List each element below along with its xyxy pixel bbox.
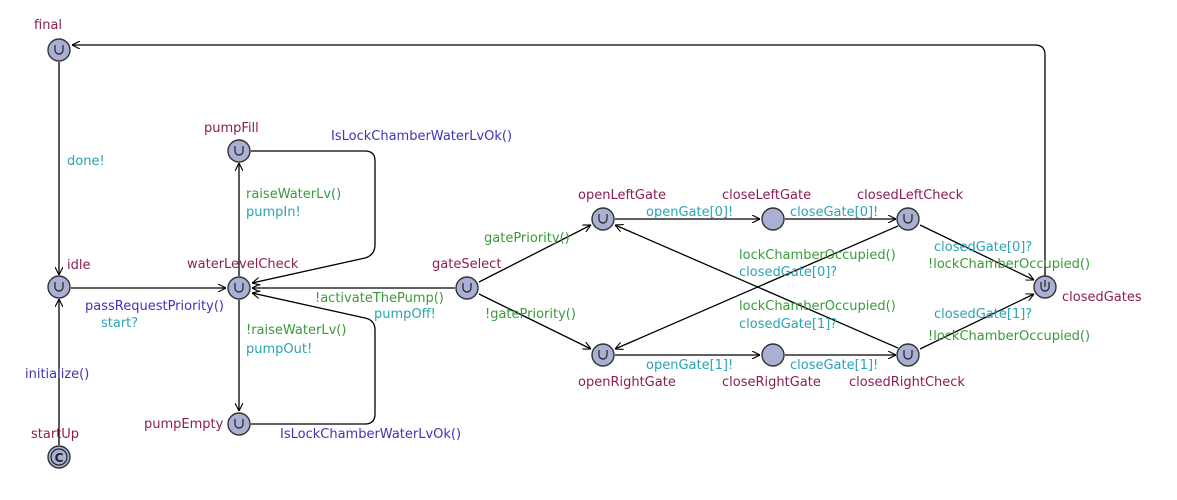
location-name-closedrightcheck: closedRightCheck: [849, 375, 965, 390]
label-lock-occupied-left: lockChamberOccupied(): [739, 248, 896, 263]
edge-closedleftcheck-to-closedgates[interactable]: [919, 224, 1034, 280]
label-not-lock-occupied-bottom: !lockChamberOccupied(): [928, 329, 1090, 344]
label-open-gate-0: openGate[0]!: [646, 205, 733, 220]
label-open-gate-1: openGate[1]!: [646, 358, 733, 373]
edge-closedgates-to-final[interactable]: [72, 45, 1046, 276]
label-close-gate-0: closeGate[0]!: [790, 205, 878, 220]
location-idle[interactable]: [47, 275, 71, 299]
edge-pumpfill-to-waterlevelcheck[interactable]: [251, 150, 376, 283]
location-name-openleftgate: openLeftGate: [578, 188, 666, 203]
location-closedgates[interactable]: [1033, 275, 1057, 299]
location-gateselect[interactable]: [455, 276, 479, 300]
label-done: done!: [67, 154, 105, 169]
label-pump-out: pumpOut!: [246, 342, 312, 357]
location-name-waterlevelcheck: waterLevelCheck: [187, 257, 299, 272]
edge-closedrightcheck-to-openleftgate[interactable]: [615, 225, 899, 349]
location-name-pumpfill: pumpFill: [204, 121, 259, 136]
location-pumpfill[interactable]: [227, 139, 251, 163]
label-closed-gate-1-right: closedGate[1]?: [739, 317, 837, 332]
label-is-lock-ok-bottom: IsLockChamberWaterLvOk(): [280, 427, 461, 442]
location-name-closedleftcheck: closedLeftCheck: [857, 188, 964, 203]
label-pass-request-priority: passRequestPriority(): [85, 299, 224, 314]
urgent-icon: [234, 283, 244, 293]
location-name-gateselect: gateSelect: [432, 257, 501, 272]
location-openrightgate[interactable]: [591, 343, 615, 367]
edge-pumpempty-to-waterlevelcheck[interactable]: [251, 293, 376, 425]
edge-closedleftcheck-to-openrightgate[interactable]: [615, 225, 899, 349]
label-is-lock-ok-top: IsLockChamberWaterLvOk(): [331, 129, 512, 144]
urgent-icon: [234, 419, 244, 429]
location-closeleftgate[interactable]: [761, 207, 785, 231]
label-lock-occupied-right: lockChamberOccupied(): [739, 299, 896, 314]
label-not-activate-pump: !activateThePump(): [315, 291, 444, 306]
label-raise-water-lv: raiseWaterLv(): [246, 187, 341, 202]
urgent-icon: [598, 350, 608, 360]
urgent-icon: [54, 45, 64, 55]
location-name-startup: startUp: [31, 427, 79, 442]
label-initialize: initialize(): [25, 367, 89, 382]
location-closedrightcheck[interactable]: [896, 343, 920, 367]
location-closerightgate[interactable]: [761, 343, 785, 367]
urgent-icon: [234, 146, 244, 156]
label-gate-priority: gatePriority(): [484, 231, 570, 246]
location-name-final: final: [34, 18, 62, 33]
urgent-icon: [598, 214, 608, 224]
urgent-icon: [903, 350, 913, 360]
edge-gateselect-to-openrightgate[interactable]: [478, 293, 591, 349]
label-not-raise-water-lv: !raiseWaterLv(): [246, 323, 346, 338]
location-final[interactable]: [47, 38, 71, 62]
urgent-icon: [903, 214, 913, 224]
location-closedleftcheck[interactable]: [896, 207, 920, 231]
location-openleftgate[interactable]: [591, 207, 615, 231]
urgent-icon: [54, 282, 64, 292]
location-pumpempty[interactable]: [227, 412, 251, 436]
label-closed-gate-0-left: closedGate[0]?: [739, 265, 837, 280]
location-name-closedgates: closedGates: [1062, 290, 1142, 305]
label-closed-gate-1: closedGate[1]?: [934, 307, 1032, 322]
label-not-gate-priority: !gatePriority(): [485, 307, 576, 322]
edge-closedrightcheck-to-closedgates[interactable]: [919, 294, 1034, 350]
location-name-closeleftgate: closeLeftGate: [722, 188, 811, 203]
location-name-pumpempty: pumpEmpty: [144, 417, 224, 432]
location-name-openrightgate: openRightGate: [578, 375, 676, 390]
location-name-idle: idle: [67, 258, 90, 273]
label-pump-in: pumpIn!: [246, 205, 301, 220]
location-name-closerightgate: closeRightGate: [722, 375, 821, 390]
urgent-icon: [1040, 282, 1050, 292]
edge-gateselect-to-openleftgate[interactable]: [478, 224, 591, 283]
label-close-gate-1: closeGate[1]!: [790, 358, 878, 373]
location-startup[interactable]: C: [47, 445, 71, 469]
label-not-lock-occupied-top: !lockChamberOccupied(): [928, 257, 1090, 272]
urgent-icon: [462, 283, 472, 293]
label-closed-gate-0: closedGate[0]?: [934, 240, 1032, 255]
committed-icon: C: [55, 451, 64, 465]
location-waterlevelcheck[interactable]: [227, 276, 251, 300]
label-start: start?: [101, 316, 138, 331]
label-pump-off: pumpOff!: [374, 307, 436, 322]
